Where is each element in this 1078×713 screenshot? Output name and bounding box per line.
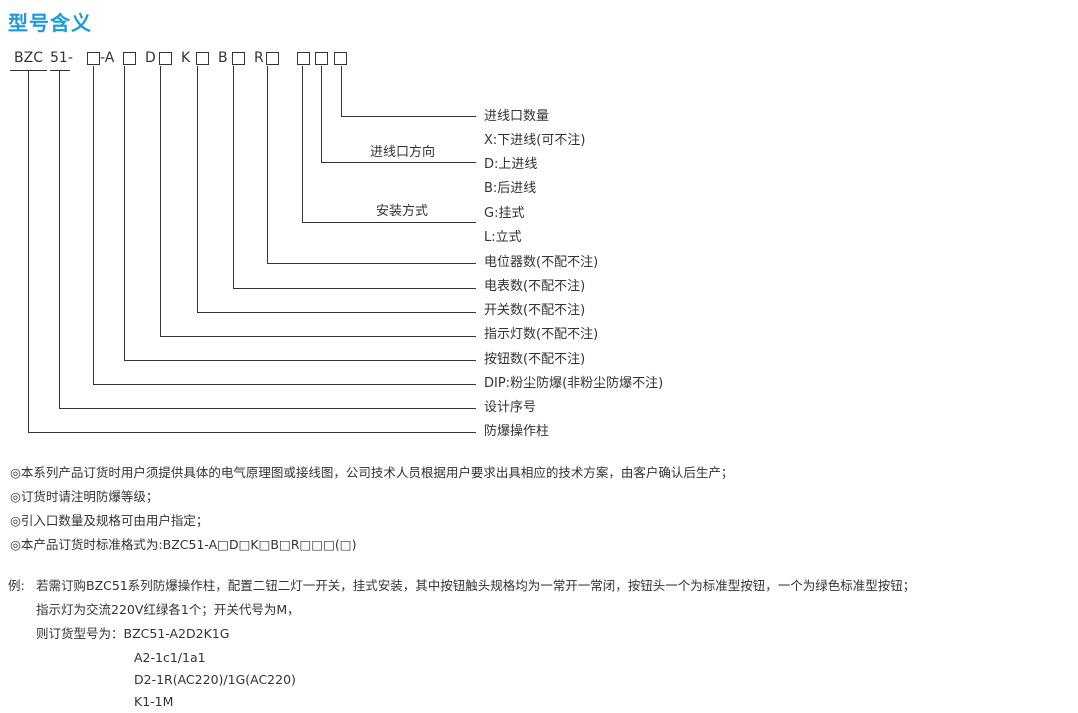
note-item: ◎本产品订货时标准格式为:BZC51-A□D□K□B□R□□□(□): [10, 537, 357, 552]
leader-design: [59, 70, 60, 408]
example-line: D2-1R(AC220)/1G(AC220): [134, 672, 296, 687]
code-bzc: BZC: [14, 50, 43, 66]
label-meter: 电表数(不配不注): [484, 279, 586, 294]
example-line: 指示灯为交流220V红绿各1个；开关代号为M，: [36, 602, 300, 617]
label-inlet-direction: 进线口方向: [370, 145, 436, 160]
code-51: 51-: [50, 50, 73, 66]
code-box-inlet-dir: [315, 52, 328, 65]
leader-dip: [93, 66, 94, 384]
label-lamp: 指示灯数(不配不注): [484, 327, 599, 342]
code-b: B: [218, 50, 228, 66]
leader-switch: [197, 66, 198, 312]
example-line: K1-1M: [134, 694, 174, 709]
label-x-down: X:下进线(可不注): [484, 133, 586, 148]
label-install-method: 安装方式: [376, 204, 429, 219]
code-d: D: [145, 50, 156, 66]
leader-button: [124, 66, 125, 360]
code-box-install: [297, 52, 310, 65]
example-line: 若需订购BZC51系列防爆操作柱，配置二钮二灯一开关，挂式安装，其中按钮触头规格…: [36, 578, 916, 593]
label-potentiometer: 电位器数(不配不注): [484, 255, 599, 270]
code-box-meter: [232, 52, 245, 65]
example-prefix: 例:: [8, 578, 25, 593]
leader-h-button: [124, 360, 476, 361]
code-box-dip: [87, 52, 100, 65]
note-item: ◎本系列产品订货时用户须提供具体的电气原理图或接线图，公司技术人员根据用户要求出…: [10, 465, 734, 480]
leader-h-column: [28, 432, 476, 433]
label-g-hang: G:挂式: [484, 206, 525, 221]
label-l-stand: L:立式: [484, 230, 522, 245]
code-box-lamp: [159, 52, 172, 65]
code-r: R: [254, 50, 264, 66]
code-a: -A: [100, 50, 115, 66]
leader-column: [28, 70, 29, 432]
label-explosion-proof-column: 防爆操作柱: [484, 424, 550, 439]
label-switch: 开关数(不配不注): [484, 303, 586, 318]
example-line: 则订货型号为：BZC51-A2D2K1G: [36, 626, 230, 641]
leader-lamp: [160, 66, 161, 336]
leader-h-switch: [197, 312, 476, 313]
leader-meter: [233, 66, 234, 288]
leader-inlet-count: [341, 66, 342, 116]
label-design-number: 设计序号: [484, 400, 537, 415]
code-box-inlet-count: [334, 52, 347, 65]
label-b-back: B:后进线: [484, 181, 537, 196]
leader-h-pot: [267, 263, 476, 264]
code-box-button: [123, 52, 136, 65]
note-item: ◎订货时请注明防爆等级；: [10, 489, 159, 504]
leader-h-inlet-dir: [321, 162, 476, 163]
code-k: K: [181, 50, 191, 66]
leader-inlet-dir: [321, 66, 322, 162]
leader-h-dip: [93, 384, 476, 385]
leader-h-install: [302, 222, 476, 223]
underline-51: [50, 70, 70, 71]
label-button: 按钮数(不配不注): [484, 352, 586, 367]
leader-h-lamp: [160, 336, 476, 337]
leader-h-inlet-count: [341, 116, 476, 117]
label-inlet-count: 进线口数量: [484, 109, 550, 124]
leader-install: [302, 66, 303, 222]
leader-pot: [267, 66, 268, 263]
code-box-pot: [266, 52, 279, 65]
label-d-up: D:上进线: [484, 157, 538, 172]
label-dip: DIP:粉尘防爆(非粉尘防爆不注): [484, 376, 664, 391]
page-title: 型号含义: [8, 11, 92, 35]
example-line: A2-1c1/1a1: [134, 650, 206, 665]
leader-h-design: [59, 408, 476, 409]
leader-h-meter: [233, 288, 476, 289]
code-box-switch: [196, 52, 209, 65]
note-item: ◎引入口数量及规格可由用户指定；: [10, 513, 209, 528]
